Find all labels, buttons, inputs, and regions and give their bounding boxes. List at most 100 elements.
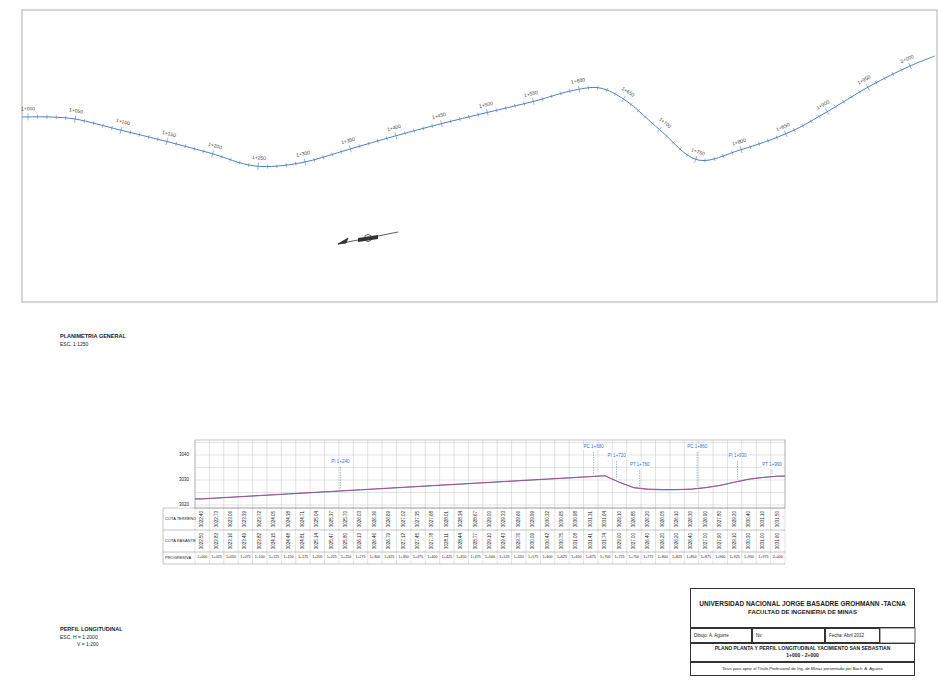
station-tick <box>477 113 479 117</box>
station-label: 1+600 <box>570 78 585 85</box>
ground-elevation: 3028.67 <box>473 511 478 527</box>
station-tick <box>630 103 632 106</box>
title-block-text: FACULTAD DE INGENIERIA DE MINAS <box>694 609 911 616</box>
grid-line <box>612 440 613 564</box>
station-tick <box>496 108 498 112</box>
ground-elevation: 3031.50 <box>776 511 781 527</box>
table-line <box>163 530 785 531</box>
leader-line <box>593 452 594 475</box>
annotation-leaders <box>340 452 772 489</box>
chainage-cell: 1+450 <box>456 556 466 560</box>
grid-line <box>266 440 267 564</box>
curve-annotation: PC 1+680 <box>583 445 605 450</box>
north-arrow <box>338 232 398 244</box>
station-tick <box>37 115 38 119</box>
ground-elevation: 3027.80 <box>718 511 723 527</box>
station-label: 1+100 <box>116 118 131 126</box>
grid-line <box>252 440 253 564</box>
chainage-cell: 1+325 <box>384 556 394 560</box>
station-tick <box>111 126 112 130</box>
station-tick <box>459 117 461 121</box>
title-block-text: Nv: <box>756 633 821 638</box>
chainage-cell: 1+250 <box>341 556 351 560</box>
station-tick <box>651 122 654 125</box>
station-tick <box>93 121 95 125</box>
station-tick <box>875 81 877 85</box>
station-label: 1+050 <box>69 108 84 115</box>
grid-line <box>468 440 469 564</box>
station-label: 1+200 <box>207 142 222 151</box>
station-label: 1+800 <box>731 138 746 147</box>
station-tick <box>314 158 315 162</box>
station-tick <box>818 115 820 118</box>
station-tick <box>672 141 675 144</box>
ground-elevation: 3022.40 <box>200 511 205 527</box>
title-block-text: UNIVERSIDAD NACIONAL JORGE BASADRE GROHM… <box>694 600 911 607</box>
grid-line <box>641 440 642 564</box>
ground-elevation: 3030.40 <box>747 511 752 527</box>
chainage-cell: 1+400 <box>427 556 437 560</box>
station-tick <box>578 86 579 93</box>
grid-line <box>396 440 397 564</box>
grade-elevation: 3025.80 <box>344 533 349 549</box>
ground-elevation: 3026.05 <box>660 511 665 527</box>
station-tick <box>441 120 443 127</box>
station-tick <box>740 146 742 153</box>
grade-elevation: 3023.16 <box>229 533 234 549</box>
station-tick <box>102 124 103 128</box>
grid-line <box>569 440 570 564</box>
station-tick <box>377 139 378 143</box>
grade-elevation: 3026.46 <box>373 533 378 549</box>
grade-elevation: 3023.82 <box>258 533 263 549</box>
station-tick <box>414 129 415 133</box>
chainage-cell: 1+125 <box>269 556 279 560</box>
ground-elevation: 3030.98 <box>574 511 579 527</box>
grade-elevation: 3030.75 <box>560 533 565 549</box>
chainage-cell: 1+750 <box>629 556 639 560</box>
elevation-tick-label: 3040 <box>178 453 190 458</box>
chainage-cell: 2+000 <box>773 556 783 560</box>
station-tick <box>532 98 534 105</box>
grid-line <box>195 467 785 468</box>
station-tick <box>542 97 543 101</box>
leader-line <box>737 461 738 479</box>
ground-elevation: 3030.65 <box>560 511 565 527</box>
chainage-cell: 1+725 <box>614 556 624 560</box>
station-tick <box>468 115 470 119</box>
station-tick <box>826 109 830 115</box>
grid-line <box>295 440 296 564</box>
curve-annotation: PT 1+990 <box>761 463 783 468</box>
table-line <box>163 508 785 509</box>
plan-frame <box>22 10 937 302</box>
grade-elevation: 3027.00 <box>632 533 637 549</box>
title-block-text: Tesis para optar el Título Profesional d… <box>694 667 911 672</box>
grid-line <box>482 440 483 564</box>
title-block-text: PLANO PLANTA Y PERFIL LONGITUDINAL YACIM… <box>694 646 911 652</box>
station-label: 1+700 <box>658 117 672 130</box>
grid-line <box>698 440 699 564</box>
station-tick <box>65 116 66 120</box>
chainage-cell: 1+550 <box>514 556 524 560</box>
station-tick <box>637 109 640 112</box>
station-tick <box>859 90 861 93</box>
grade-elevation: 3028.44 <box>459 533 464 549</box>
ground-elevation: 3029.66 <box>517 511 522 527</box>
station-tick <box>276 164 277 168</box>
title-block-cell: UNIVERSIDAD NACIONAL JORGE BASADRE GROHM… <box>690 588 915 628</box>
station-tick <box>295 162 297 166</box>
grade-elevation: 3028.11 <box>445 533 450 549</box>
station-tick <box>551 94 552 98</box>
ground-elevation: 3030.32 <box>545 511 550 527</box>
grid-line <box>425 440 426 564</box>
grid-line <box>195 442 785 443</box>
chainage-cell: 1+625 <box>557 556 567 560</box>
station-label: 1+950 <box>857 75 872 86</box>
station-tick <box>892 72 894 76</box>
grid-line <box>223 440 224 564</box>
grade-profile <box>195 476 785 499</box>
grid-line <box>497 440 498 564</box>
chainage-cell: 1+500 <box>485 556 495 560</box>
station-tick <box>349 146 351 153</box>
title-block-cell: Nv: <box>752 628 825 643</box>
